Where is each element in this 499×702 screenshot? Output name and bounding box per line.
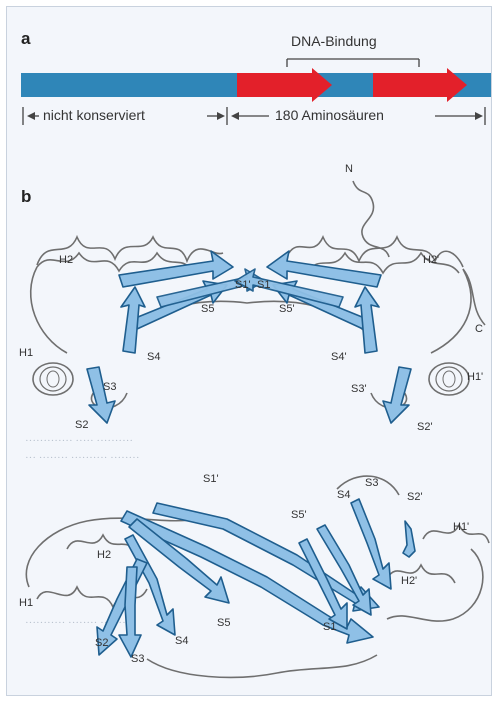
label-b-s3: S3: [131, 653, 144, 665]
span-arrowhead: [217, 112, 225, 120]
domain-bar-diagram: [7, 7, 492, 147]
label-s3p: S3': [351, 383, 367, 395]
label-b-s2: S2: [95, 637, 108, 649]
span-arrowhead: [475, 112, 483, 120]
binding-arrow-1: [237, 68, 332, 102]
label-s2p: S2': [417, 421, 433, 433]
label-s4: S4: [147, 351, 160, 363]
binding-arrow-2: [373, 68, 467, 102]
label-h1p: H1': [467, 371, 483, 383]
label-s4p: S4': [331, 351, 347, 363]
label-c: C: [475, 323, 483, 335]
span-arrowhead: [27, 112, 35, 120]
label-b-h1: H1: [19, 597, 33, 609]
strand-s2: [87, 367, 115, 423]
coil-right-outer: [431, 269, 471, 353]
label-s1: S1: [257, 279, 270, 291]
aa-span-label: 180 Aminosäuren: [275, 107, 384, 123]
ribbon-structure-top: [7, 157, 492, 427]
strand-s1p-left: [119, 251, 233, 287]
label-h2p: H2': [423, 254, 439, 266]
label-b-h2: H2: [97, 549, 111, 561]
label-h2: H2: [59, 254, 73, 266]
background-text: ············· ····· ··········: [25, 435, 133, 447]
not-conserved-label: nicht konserviert: [43, 107, 145, 123]
label-b-h1p: H1': [453, 521, 469, 533]
strand-bottom-s3-right: [351, 499, 391, 589]
strand-s1-right: [267, 251, 381, 287]
span-arrowhead: [231, 112, 239, 120]
helix-bottom-h2p: [387, 565, 455, 583]
label-b-h2p: H2': [401, 575, 417, 587]
label-b-s4: S4: [337, 489, 350, 501]
label-b-s2p: S2': [407, 491, 423, 503]
label-s5p: S5': [279, 303, 295, 315]
label-b-s1p: S1': [203, 473, 219, 485]
label-b-s5p: S5': [291, 509, 307, 521]
figure-frame: ············· ····· ·········· ··· ·····…: [6, 6, 492, 696]
strand-s2p: [383, 367, 411, 423]
dna-binding-label: DNA-Bindung: [291, 33, 377, 49]
label-b-s3: S3: [365, 477, 378, 489]
strand-bottom-s2p: [403, 521, 415, 557]
strand-bottom-s4p: [317, 525, 371, 615]
label-s1p: S1': [235, 279, 251, 291]
label-b-s5: S5: [217, 617, 230, 629]
label-b-s4b: S4: [175, 635, 188, 647]
coil-left-outer: [31, 267, 67, 353]
label-n: N: [345, 163, 353, 175]
label-h1: H1: [19, 347, 33, 359]
helix-h1p: [429, 363, 469, 395]
helix-h1: [33, 363, 73, 395]
label-s5: S5: [201, 303, 214, 315]
coil-bottom-base: [147, 655, 377, 677]
label-b-s1: S1: [323, 621, 336, 633]
label-s2: S2: [75, 419, 88, 431]
label-s3: S3: [103, 381, 116, 393]
n-terminal-coil: [353, 181, 389, 257]
